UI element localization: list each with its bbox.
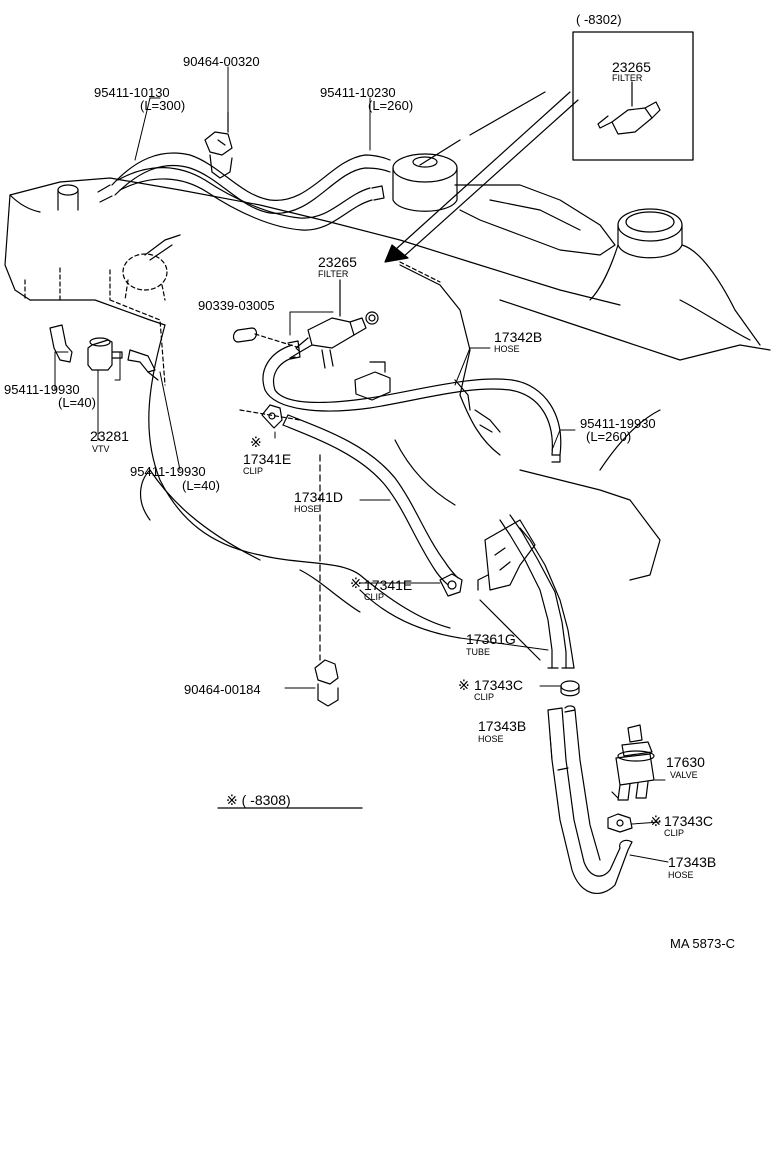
plug-90339-03005-drawing <box>232 327 301 349</box>
callout-17341E-upper: 17341E <box>243 451 291 467</box>
callout-17343B-upper: 17343B <box>478 718 526 734</box>
callout-90464-00320: 90464-00320 <box>183 54 260 69</box>
tube-17361G-drawing <box>477 514 575 669</box>
callout-17341D: 17341D <box>294 489 343 505</box>
hose-17343B-drawing <box>547 705 633 894</box>
callout-17343C-upper-name: CLIP <box>474 692 494 702</box>
inset-arrow <box>384 91 579 263</box>
callout-17343C-upper: 17343C <box>474 677 523 693</box>
asterisk-17341E-lower: ※ <box>350 575 362 591</box>
inset-part-name: FILTER <box>612 73 643 83</box>
callout-23281: 23281 <box>90 428 129 444</box>
clamp-90464-00320-drawing <box>204 111 233 179</box>
callout-95411-19930-right-length: (L=260) <box>586 429 631 444</box>
hose-17342B-drawing <box>262 340 562 463</box>
clip-17343C-upper-drawing <box>560 680 580 697</box>
callout-17343B-lower: 17343B <box>668 854 716 870</box>
upper-hoses <box>97 152 391 231</box>
callout-95411-19930-left: 95411-19930 <box>4 382 80 397</box>
callout-17343C-lower-name: CLIP <box>664 828 684 838</box>
callout-17343B-upper-name: HOSE <box>478 734 504 744</box>
distributor-drawing <box>122 234 181 301</box>
clamp-90464-00184-drawing <box>314 454 339 707</box>
figure-code: MA 5873-C <box>670 936 735 951</box>
callout-17342B-name: HOSE <box>494 344 520 354</box>
callout-95411-10230: 95411-10230 <box>320 85 396 100</box>
inset-part-no: 23265 <box>612 59 651 75</box>
callout-17341D-name: HOSE <box>294 504 320 514</box>
callout-23265-name: FILTER <box>318 269 349 279</box>
footnote-applicability: ※ ( -8308) <box>226 792 291 808</box>
asterisk-17343C-upper: ※ <box>458 677 470 693</box>
callout-17341E-lower-name: CLIP <box>364 592 384 602</box>
callout-95411-19930-bottom-length: (L=40) <box>182 478 220 493</box>
callout-17343C-lower: 17343C <box>664 813 713 829</box>
asterisk-17341E-upper: ※ <box>250 434 262 450</box>
callout-95411-10130-length: (L=300) <box>140 98 185 113</box>
vtv-23281-drawing <box>49 324 159 381</box>
hose-17341D-drawing <box>282 414 459 586</box>
callout-23281-name: VTV <box>92 444 110 454</box>
callout-17341E-upper-name: CLIP <box>243 466 263 476</box>
callout-17342B: 17342B <box>494 329 542 345</box>
leader-lines <box>54 66 669 863</box>
valve-17630-drawing <box>611 724 655 801</box>
callout-95411-10230-length: (L=260) <box>368 98 413 113</box>
inset-range: ( -8302) <box>576 12 622 27</box>
callout-17361G-name: TUBE <box>466 647 490 657</box>
callout-17630: 17630 <box>666 754 705 770</box>
callout-95411-19930-right: 95411-19930 <box>580 416 656 431</box>
callout-95411-19930-bottom: 95411-19930 <box>130 464 206 479</box>
callout-95411-19930-left-length: (L=40) <box>58 395 96 410</box>
asterisk-17343C-lower: ※ <box>650 813 662 829</box>
clip-17341E-lower-drawing <box>439 573 463 597</box>
callout-17630-name: VALVE <box>670 770 698 780</box>
callout-17343B-lower-name: HOSE <box>668 870 694 880</box>
callout-17341E-lower: 17341E <box>364 577 412 593</box>
callout-90339-03005: 90339-03005 <box>198 298 275 313</box>
callout-90464-00184: 90464-00184 <box>184 682 261 697</box>
clip-17341E-upper-drawing <box>239 404 301 429</box>
callout-17361G: 17361G <box>466 631 516 647</box>
filter-23265-drawing <box>289 279 379 369</box>
engine-block-outline <box>4 153 771 661</box>
callout-95411-10130: 95411-10130 <box>94 85 170 100</box>
bracket-middle-drawing <box>354 361 501 433</box>
inset-box <box>572 31 694 161</box>
clip-17343C-lower-drawing <box>607 813 633 833</box>
callout-23265: 23265 <box>318 254 357 270</box>
